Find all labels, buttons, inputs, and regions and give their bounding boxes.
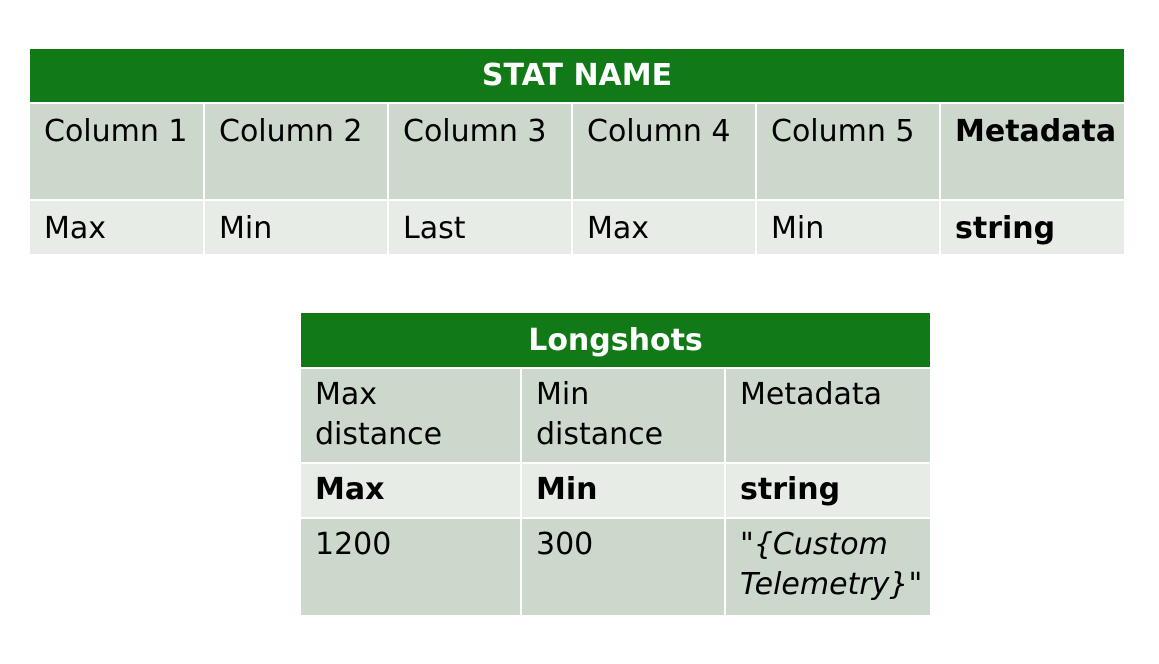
table-cell: 300 xyxy=(520,517,726,617)
table-cell: Max xyxy=(299,462,522,519)
column-header: Column 2 xyxy=(203,102,389,201)
table-cell: Min xyxy=(203,199,389,256)
table-row: 1200 300 "{Custom Telemetry}" xyxy=(299,517,933,617)
longshots-table: Longshots Max distance Min distance Meta… xyxy=(298,311,933,617)
table-cell: string xyxy=(723,462,933,519)
table-title: Longshots xyxy=(298,311,933,369)
table-cell: Min xyxy=(520,462,726,519)
table-row: Max distance Min distance Metadata xyxy=(299,367,933,464)
table-cell: Last xyxy=(387,199,573,256)
table-cell-metadata: string xyxy=(938,199,1127,256)
table-cell-metadata: "{Custom Telemetry}" xyxy=(723,517,933,617)
column-header: Column 4 xyxy=(571,102,757,201)
column-header: Column 3 xyxy=(387,102,573,201)
column-header: Column 5 xyxy=(755,102,941,201)
column-header-metadata: Metadata xyxy=(938,102,1127,201)
column-header: Max distance xyxy=(299,367,522,464)
column-header: Min distance xyxy=(520,367,726,464)
table-row: Max Min string xyxy=(299,462,933,519)
stat-name-table: STAT NAME Column 1 Column 2 Column 3 Col… xyxy=(27,47,1127,256)
table-row: Column 1 Column 2 Column 3 Column 4 Colu… xyxy=(28,102,1127,201)
column-header: Column 1 xyxy=(28,102,205,201)
table-cell: Max xyxy=(28,199,205,256)
table-cell: Max xyxy=(571,199,757,256)
column-header: Metadata xyxy=(723,367,933,464)
table-title: STAT NAME xyxy=(27,47,1127,104)
table-cell: Min xyxy=(755,199,941,256)
table-cell: 1200 xyxy=(299,517,522,617)
table-row: Max Min Last Max Min string xyxy=(28,199,1127,256)
